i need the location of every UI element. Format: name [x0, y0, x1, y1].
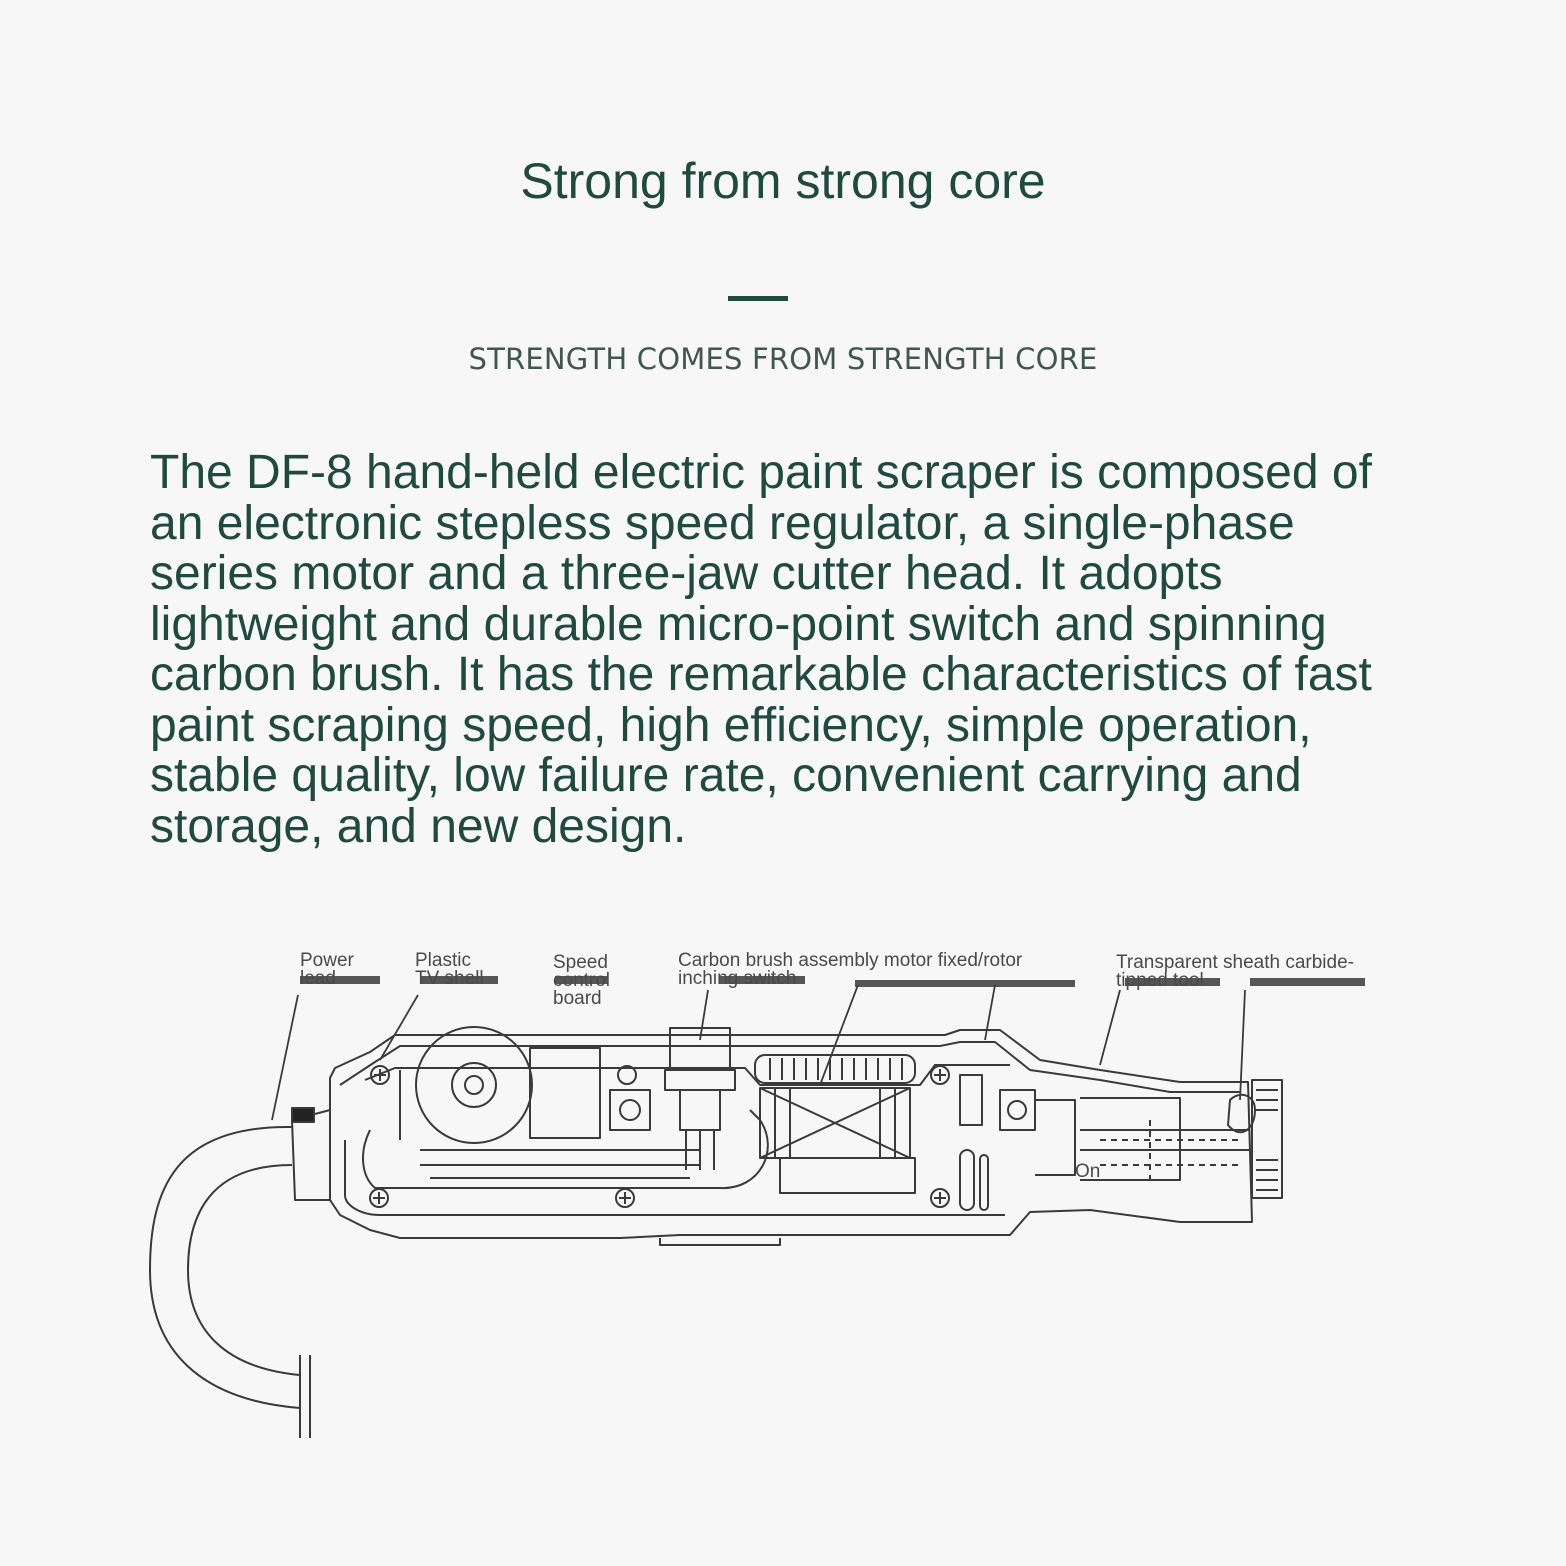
label-speed-control-board: board — [553, 988, 602, 1009]
housing-screws — [369, 1065, 950, 1208]
collet — [1100, 1120, 1240, 1180]
page-subtitle: STRENGTH COMES FROM STRENGTH CORE — [468, 342, 1098, 376]
slide-switch — [959, 1074, 989, 1211]
cutter-blade — [1227, 1093, 1256, 1134]
housing-outline — [329, 1029, 1253, 1239]
internal-frame — [362, 1064, 1010, 1190]
description-line: The DF-8 hand-held electric paint scrape… — [150, 446, 1372, 499]
description-line: paint scraping speed, high efficiency, s… — [150, 698, 1312, 752]
label-power-lead: lead — [300, 968, 336, 989]
title-divider — [728, 296, 788, 301]
label-carbon-brush: Carbon brush assembly motor fixed/rotor — [678, 950, 1023, 971]
commutator-bars — [769, 1058, 903, 1080]
label-on-marker: On — [1075, 1161, 1100, 1182]
chuck-nut — [1251, 1079, 1283, 1199]
chuck-knurl — [1256, 1089, 1278, 1191]
speed-control-wheel — [415, 1026, 533, 1144]
leader-lines — [271, 984, 1246, 1121]
commutator — [754, 1054, 916, 1084]
description-line: stable quality, low failure rate, conven… — [150, 749, 1302, 802]
housing-bottom-inner — [344, 1140, 1005, 1216]
inching-switch — [664, 1027, 736, 1170]
housing-inner — [339, 1041, 1240, 1093]
board-traces — [420, 1149, 700, 1179]
power-cord — [149, 1125, 311, 1438]
motor-rotor — [759, 1087, 911, 1159]
page-title: Strong from strong core — [520, 153, 1046, 209]
rear-cap — [291, 1109, 331, 1201]
description-line: carbon brush. It has the remarkable char… — [150, 648, 1372, 701]
label-power-lead: Power — [300, 950, 355, 971]
label-speed-control-board: control — [553, 970, 610, 991]
speed-control-board — [529, 1047, 601, 1139]
description-line: series motor and a three-jaw cutter head… — [150, 547, 1223, 600]
label-speed-control-board: Speed — [553, 952, 608, 973]
description-line: storage, and new design. — [150, 799, 687, 853]
description-line: an electronic stepless speed regulator, … — [150, 496, 1295, 550]
spindle-shaft — [1035, 1097, 1250, 1181]
label-plastic-shell: Plastic — [415, 950, 471, 971]
housing-foot — [659, 1238, 781, 1246]
label-transparent-sheath: Transparent sheath carbide- — [1116, 952, 1354, 973]
description-line: lightweight and durable micro-point swit… — [150, 597, 1327, 651]
product-description: The DF-8 hand-held electric paint scrape… — [150, 446, 1450, 853]
cord-clamp — [291, 1107, 315, 1123]
label-shadows — [300, 976, 1365, 987]
front-bearing — [999, 1089, 1036, 1131]
rear-bearing — [609, 1089, 651, 1131]
label-plastic-shell: TV shell — [415, 968, 484, 989]
label-carbide-tool: tipped tool — [1116, 970, 1204, 991]
motor-stator — [779, 1157, 916, 1194]
label-inching-switch: inching switch — [678, 968, 796, 989]
